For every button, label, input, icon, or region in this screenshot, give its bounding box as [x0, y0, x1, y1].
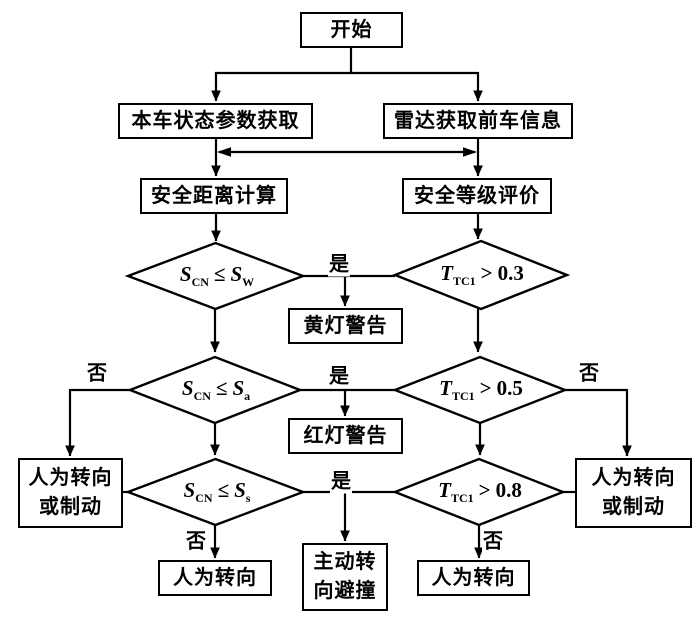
decision-scn-ss-label: SCN≤Ss	[183, 478, 251, 505]
node-yellow-warning: 黄灯警告	[288, 308, 403, 344]
node-radar: 雷达获取前车信息	[383, 103, 573, 139]
active-steer-line2: 向避撞	[313, 580, 377, 602]
node-manual-steer-label: 人为转向	[431, 567, 516, 589]
node-safe-distance: 安全距离计算	[140, 178, 288, 214]
decision-d3l-shape	[124, 457, 307, 527]
decision-d3r-shape	[391, 457, 567, 527]
exchange-arrowhead-left	[217, 147, 231, 157]
decision-scn-sa-label: SCN≤Sa	[181, 376, 251, 403]
node-active-steer: 主动转 向避撞	[302, 543, 388, 611]
manual-steer-brake-line2: 或制动	[602, 496, 665, 518]
decision-d1r-shape	[391, 239, 571, 311]
decision-d2l-shape	[126, 355, 304, 425]
node-own-state-label: 本车状态参数获取	[131, 110, 300, 132]
node-start: 开始	[300, 12, 403, 48]
decision-scn-sw-label: SCN≤SW	[179, 262, 255, 289]
edge-label-yes-row3: 是	[330, 464, 352, 494]
node-safety-level: 安全等级评价	[402, 178, 552, 214]
decision-ttc1-03-label: TTC1>0.3	[440, 261, 524, 288]
node-manual-steer-right: 人为转向	[417, 560, 530, 596]
decision-ttc1-08-label: TTC1>0.8	[438, 478, 522, 505]
exchange-arrowhead-right	[463, 147, 477, 157]
edge-label-yes-row1: 是	[328, 247, 350, 277]
decision-d1l-shape	[124, 241, 307, 311]
manual-steer-brake-line1: 人为转向	[28, 467, 113, 489]
node-safe-distance-label: 安全距离计算	[151, 185, 277, 207]
manual-steer-brake-line1: 人为转向	[591, 467, 676, 489]
node-manual-steer-brake-right: 人为转向 或制动	[575, 458, 692, 528]
edge-label-no-row2-left: 否	[86, 356, 108, 386]
node-own-state: 本车状态参数获取	[118, 103, 313, 139]
node-safety-level-label: 安全等级评价	[414, 185, 540, 207]
node-manual-steer-label: 人为转向	[173, 567, 257, 589]
node-manual-steer-left: 人为转向	[158, 560, 272, 596]
decision-d2r-shape	[391, 355, 569, 425]
node-red-warning-label: 红灯警告	[303, 425, 388, 447]
node-start-label: 开始	[330, 19, 373, 41]
edge-label-yes-row2: 是	[328, 359, 350, 389]
node-red-warning: 红灯警告	[288, 418, 403, 454]
active-steer-line1: 主动转	[313, 551, 377, 573]
edge-label-no-row3-left: 否	[185, 524, 207, 554]
manual-steer-brake-line2: 或制动	[39, 496, 102, 518]
decision-ttc1-05-label: TTC1>0.5	[439, 376, 523, 403]
node-radar-label: 雷达获取前车信息	[394, 110, 562, 132]
edge-label-no-row3-right: 否	[482, 524, 504, 554]
edge-label-no-row2-right: 否	[578, 356, 600, 386]
node-manual-steer-brake-left: 人为转向 或制动	[18, 458, 123, 528]
node-yellow-warning-label: 黄灯警告	[303, 315, 388, 337]
